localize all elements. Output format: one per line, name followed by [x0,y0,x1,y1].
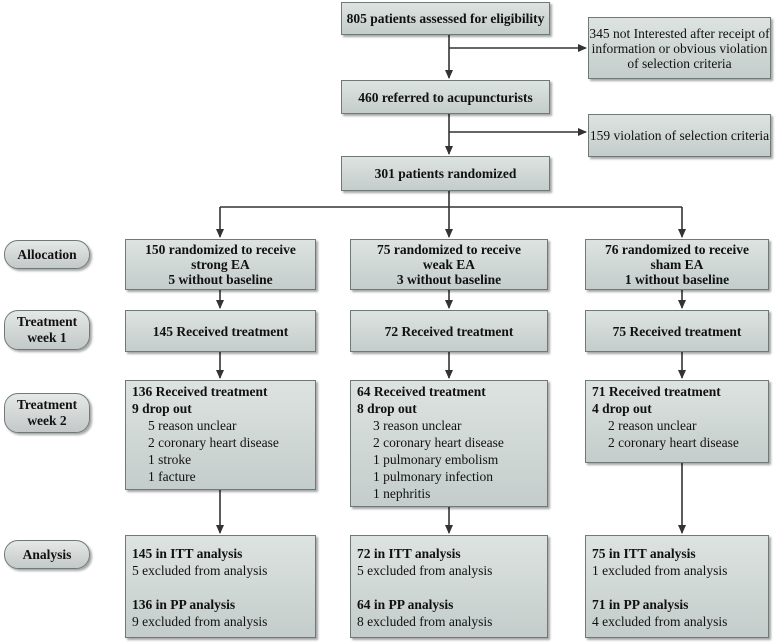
allocation-box-sham: 76 randomized to receive sham EA 1 witho… [585,239,769,290]
excluded-box-1: 345 not Interested after receipt of info… [588,17,771,79]
week2-head: 64 Received treatment [357,384,486,399]
itt-excluded: 5 excluded from analysis [132,563,268,578]
itt-excluded: 5 excluded from analysis [357,563,493,578]
dropout-count: 9 drop out [132,401,192,416]
dropout-reason: 5 reason unclear [148,418,237,433]
randomized-text: 301 patients randomized [374,166,517,181]
pp-count: 64 in PP analysis [357,597,454,612]
stage-label-analysis: Analysis [4,540,90,569]
analysis-box-weak: 72 in ITT analysis 5 excluded from analy… [350,535,548,638]
dropout-reason: 2 coronary heart disease [608,435,739,450]
alloc-line1: 76 randomized to receive [604,242,750,257]
assessed-text: 805 patients assessed for eligibility [346,11,545,26]
excluded-box-2: 159 violation of selection criteria [588,114,771,157]
alloc-line1: 75 randomized to receive [376,242,522,257]
alloc-line2: strong EA [191,257,250,272]
analysis-box-sham: 75 in ITT analysis 1 excluded from analy… [585,535,769,638]
dropout-reason: 1 pulmonary embolism [373,452,499,467]
dropout-reason: 1 nephritis [373,486,431,501]
week1-text: 72 Received treatment [384,323,514,339]
alloc-line3: 5 without baseline [168,272,273,287]
week2-head: 71 Received treatment [592,384,721,399]
alloc-line3: 3 without baseline [396,272,502,287]
alloc-line2: weak EA [422,257,476,272]
pp-excluded: 8 excluded from analysis [357,614,493,629]
randomized-box: 301 patients randomized [341,156,550,191]
excluded-2-text: 159 violation of selection criteria [589,128,770,143]
pp-count: 136 in PP analysis [132,597,236,612]
itt-excluded: 1 excluded from analysis [592,563,728,578]
stage-week2-text: Treatment week 2 [16,397,78,428]
week1-box-weak: 72 Received treatment [350,310,548,352]
pp-excluded: 4 excluded from analysis [592,614,728,629]
stage-analysis-text: Analysis [22,546,72,562]
week2-box-strong: 136 Received treatment 9 drop out 5 reas… [125,380,316,490]
itt-count: 75 in ITT analysis [592,546,696,561]
dropout-reason: 1 pulmonary infection [373,469,493,484]
dropout-reason: 1 facture [148,469,196,484]
dropout-reason: 2 coronary heart disease [148,435,279,450]
allocation-box-weak: 75 randomized to receive weak EA 3 witho… [350,239,548,290]
pp-excluded: 9 excluded from analysis [132,614,268,629]
week2-box-weak: 64 Received treatment 8 drop out 3 reaso… [350,380,548,507]
alloc-line1: 150 randomized to receive [145,242,296,257]
analysis-box-strong: 145 in ITT analysis 5 excluded from anal… [125,535,316,638]
excluded-1-text: 345 not Interested after receipt of info… [589,25,770,71]
pp-count: 71 in PP analysis [592,597,689,612]
week2-box-sham: 71 Received treatment 4 drop out 2 reaso… [585,380,769,463]
dropout-reason: 2 coronary heart disease [373,435,504,450]
week1-box-strong: 145 Received treatment [125,310,316,352]
dropout-reason: 3 reason unclear [373,418,462,433]
alloc-line2: sham EA [650,257,704,272]
dropout-reason: 1 stroke [148,452,192,467]
itt-count: 72 in ITT analysis [357,546,461,561]
dropout-reason: 2 reason unclear [608,418,697,433]
week1-text: 145 Received treatment [152,323,289,339]
referred-box: 460 referred to acupuncturists [341,80,550,114]
week2-head: 136 Received treatment [132,384,268,399]
stage-label-allocation: Allocation [4,240,90,269]
allocation-box-strong: 150 randomized to receive strong EA 5 wi… [125,239,316,290]
week1-text: 75 Received treatment [612,323,742,339]
stage-week1-text: Treatment week 1 [16,314,78,345]
dropout-count: 4 drop out [592,401,652,416]
week1-box-sham: 75 Received treatment [585,310,769,352]
alloc-line3: 1 without baseline [624,272,730,287]
stage-label-week2: Treatment week 2 [4,393,90,433]
itt-count: 145 in ITT analysis [132,546,243,561]
stage-allocation-text: Allocation [17,246,77,262]
referred-text: 460 referred to acupuncturists [358,89,533,105]
dropout-count: 8 drop out [357,401,417,416]
stage-label-week1: Treatment week 1 [4,310,90,350]
assessed-box: 805 patients assessed for eligibility [341,2,550,35]
